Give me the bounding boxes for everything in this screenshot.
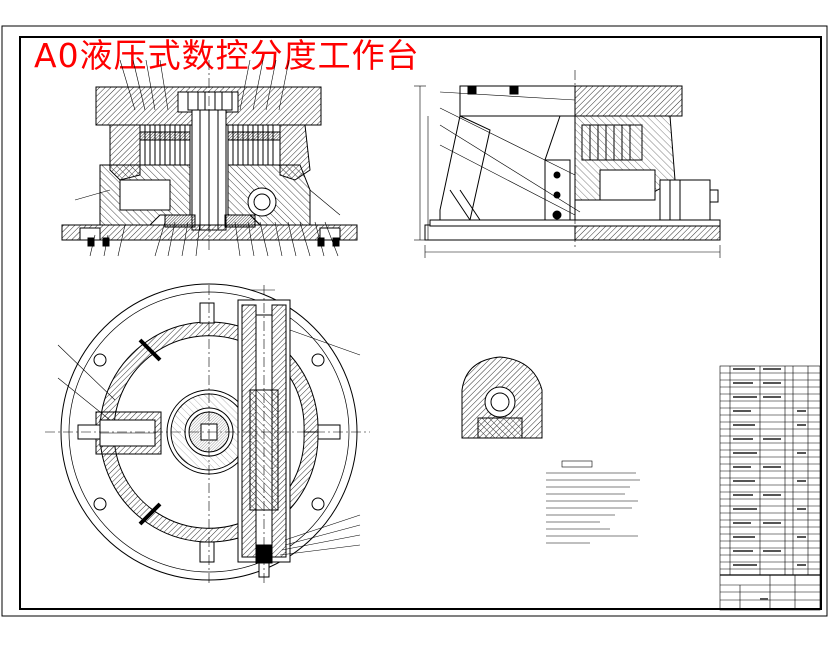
side-section-view xyxy=(414,70,721,258)
technical-notes xyxy=(546,460,640,544)
outer-border xyxy=(1,25,828,617)
plan-view xyxy=(45,283,370,585)
drawing-title: A0液压式数控分度工作台 xyxy=(34,36,420,75)
detail-view xyxy=(461,356,543,439)
inner-border xyxy=(19,36,822,610)
parts-list-text-marks xyxy=(733,368,806,600)
right-gear-stack xyxy=(227,124,281,166)
parts-list xyxy=(719,365,821,611)
left-gear-stack xyxy=(139,124,191,166)
front-section-view xyxy=(61,59,358,257)
